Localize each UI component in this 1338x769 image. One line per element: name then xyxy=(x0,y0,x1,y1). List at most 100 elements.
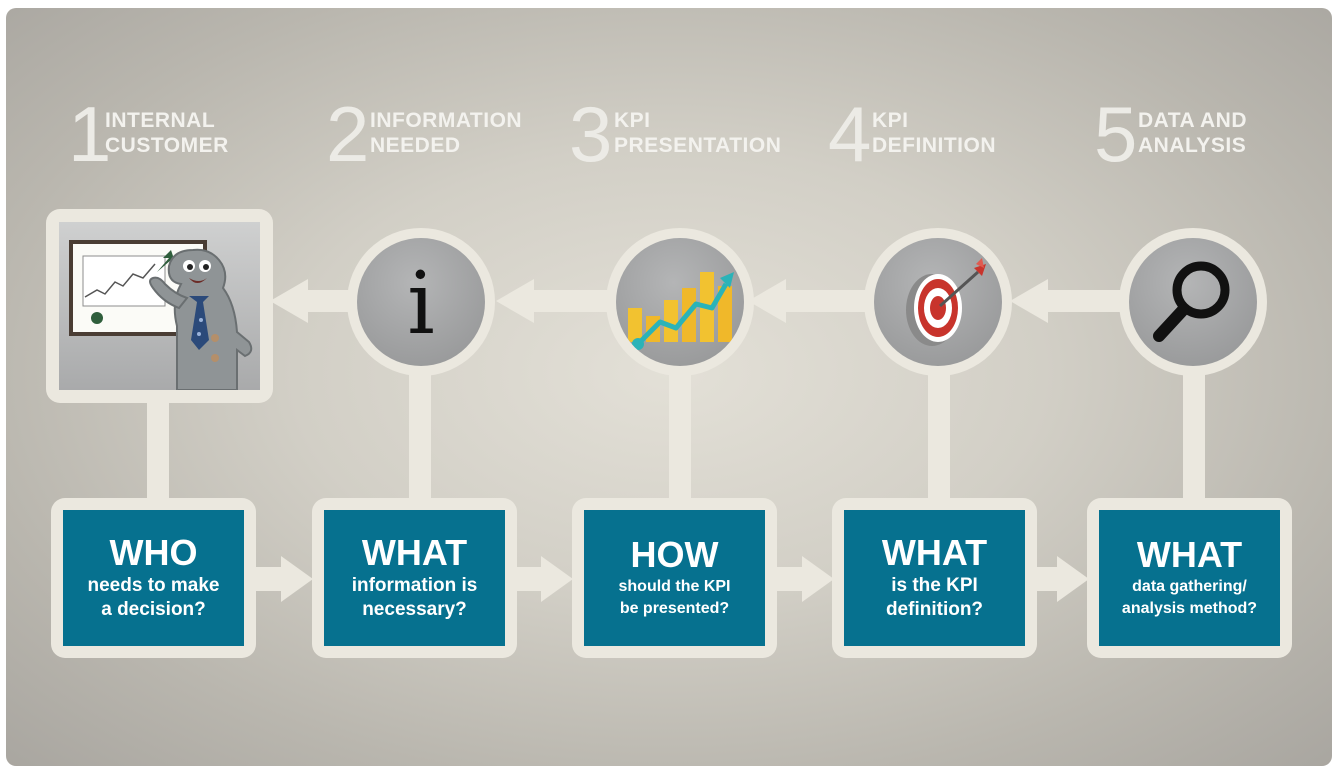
top-connector-3-to-2 xyxy=(532,290,618,312)
step-number-2: 2 xyxy=(326,90,370,178)
dart-flight xyxy=(976,258,984,268)
chart-bar xyxy=(664,300,678,342)
presenter-illustration xyxy=(69,240,253,390)
bottom-connector-1-to-2 xyxy=(251,567,283,591)
vertical-connector-1 xyxy=(147,400,169,504)
mascot-body xyxy=(167,248,253,390)
question-title-4: WHAT xyxy=(881,532,988,573)
arrow-right-4-to-5 xyxy=(1057,556,1089,602)
question-title-3: HOW xyxy=(630,534,719,575)
step-label-4-line2: DEFINITION xyxy=(872,134,996,157)
step-label-2-line2: NEEDED xyxy=(370,134,461,157)
info-circle: i xyxy=(347,228,495,376)
tie-dot xyxy=(197,332,201,336)
arrow-left-4-to-3 xyxy=(748,279,786,323)
whiteboard-dot xyxy=(91,312,103,324)
question-title-1: WHO xyxy=(109,532,198,573)
step-label-1-line2: CUSTOMER xyxy=(105,134,229,157)
top-connector-4-to-3 xyxy=(784,290,872,312)
step-label-2-line1: INFORMATION xyxy=(370,109,523,132)
bottom-connector-3-to-4 xyxy=(772,567,804,591)
question-box-5-fill: WHAT data gathering/ analysis method? xyxy=(1099,510,1280,646)
mascot-pupil-left xyxy=(187,264,193,270)
presenter-mascot-image xyxy=(59,222,260,390)
step-label-5-line1: DATA AND xyxy=(1138,109,1247,132)
vertical-connector-5 xyxy=(1183,372,1205,504)
step-number-1: 1 xyxy=(68,90,112,178)
question-box-3: HOW should the KPI be presented? xyxy=(572,498,777,658)
question-text-3-line2: be presented? xyxy=(619,600,730,617)
step-number-5: 5 xyxy=(1094,90,1138,178)
info-icon: i xyxy=(357,238,485,366)
target-icon-graphic xyxy=(906,258,986,346)
question-text-2-line2: necessary? xyxy=(362,599,467,620)
green-arrow-icon xyxy=(157,250,175,272)
arrow-left-3-to-2 xyxy=(496,279,534,323)
question-title-2: WHAT xyxy=(361,532,468,573)
mascot-arm xyxy=(149,276,189,310)
question-text-3-line1: should the KPI xyxy=(618,578,731,595)
magnifier-icon xyxy=(1129,238,1257,366)
dart-shaft xyxy=(938,270,980,308)
question-box-3-fill: HOW should the KPI be presented? xyxy=(584,510,765,646)
arrow-left-5-to-4 xyxy=(1010,279,1048,323)
step-label-3-line2: PRESENTATION xyxy=(614,134,782,157)
target-circle xyxy=(864,228,1012,376)
question-box-4-fill: WHAT is the KPI definition? xyxy=(844,510,1025,646)
question-text-4-line2: definition? xyxy=(885,599,984,620)
question-text-2-line1: information is xyxy=(351,575,478,596)
tie-dot xyxy=(199,318,203,322)
target-bullseye xyxy=(930,296,946,320)
question-box-2: WHAT information is necessary? xyxy=(312,498,517,658)
magnifier-circle xyxy=(1119,228,1267,376)
question-text-1-line1: needs to make xyxy=(87,575,220,596)
info-glyph: i xyxy=(407,254,435,354)
mascot-button xyxy=(211,354,219,362)
mascot-pupil-right xyxy=(203,264,209,270)
step-label-4-line1: KPI xyxy=(872,109,909,132)
arrow-right-3-to-4 xyxy=(802,556,834,602)
question-box-5: WHAT data gathering/ analysis method? xyxy=(1087,498,1292,658)
chart-trend-start xyxy=(632,338,644,350)
chart-circle xyxy=(606,228,754,376)
step-label-5-line2: ANALYSIS xyxy=(1138,134,1247,157)
chart-bar xyxy=(718,286,732,342)
presenter-frame xyxy=(46,209,273,403)
chart-icon xyxy=(616,238,744,366)
whiteboard-trend-line xyxy=(84,263,156,298)
mascot-tie xyxy=(189,296,209,350)
question-box-2-fill: WHAT information is necessary? xyxy=(324,510,505,646)
target-icon xyxy=(874,238,1002,366)
vertical-connector-3 xyxy=(669,372,691,504)
mascot-button xyxy=(211,334,219,342)
question-box-1-fill: WHO needs to make a decision? xyxy=(63,510,244,646)
mascot-mouth xyxy=(189,278,207,283)
step-label-1-line1: INTERNAL xyxy=(105,109,216,132)
magnifier-handle xyxy=(1153,304,1189,342)
top-connector-5-to-4 xyxy=(1046,290,1128,312)
arrow-right-2-to-3 xyxy=(541,556,573,602)
chart-bar xyxy=(628,308,642,342)
step-number-4: 4 xyxy=(828,90,872,178)
question-title-5: WHAT xyxy=(1136,534,1243,575)
vertical-connector-4 xyxy=(928,372,950,504)
arrow-right-1-to-2 xyxy=(281,556,313,602)
chart-icon-graphic xyxy=(628,272,734,350)
magnifier-icon-graphic xyxy=(1153,261,1230,342)
magnifier-lens xyxy=(1172,261,1230,319)
question-text-5-line1: data gathering/ xyxy=(1132,578,1247,595)
step-label-3-line1: KPI xyxy=(614,109,651,132)
question-box-1: WHO needs to make a decision? xyxy=(51,498,256,658)
chart-trend-line xyxy=(636,282,729,346)
question-text-5-line2: analysis method? xyxy=(1121,600,1258,617)
step-number-3: 3 xyxy=(569,90,613,178)
chart-arrowhead xyxy=(720,272,734,288)
question-text-1-line2: a decision? xyxy=(101,599,206,620)
question-text-4-line1: is the KPI xyxy=(891,575,978,596)
